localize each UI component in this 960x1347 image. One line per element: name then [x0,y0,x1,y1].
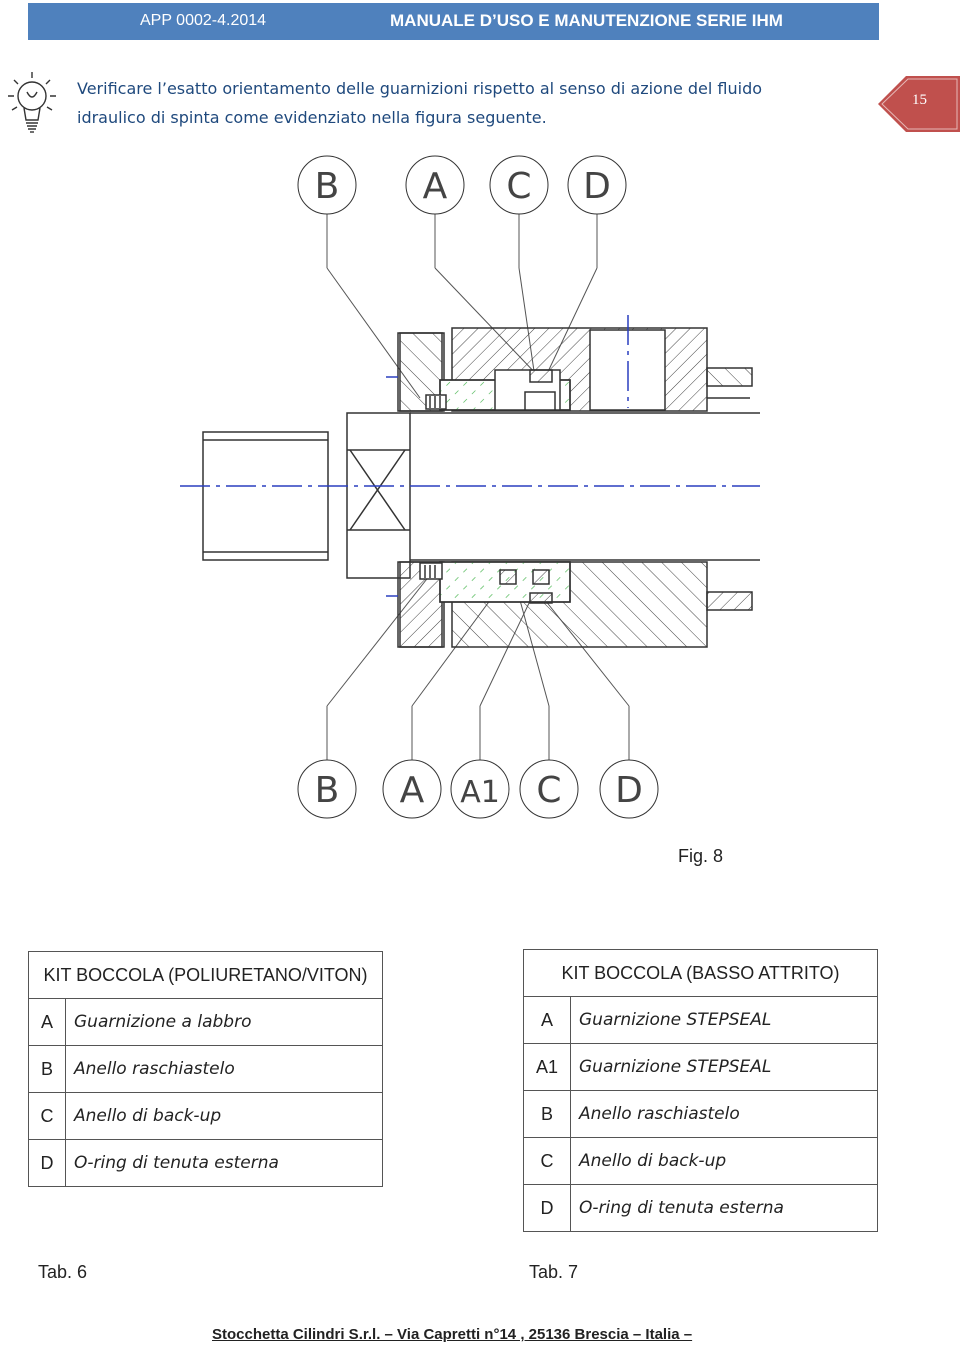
balloon-top-a: A [423,166,448,207]
balloon-bottom-a: A [400,770,425,811]
note-line-2: idraulico di spinta come evidenziato nel… [77,108,547,127]
balloon-bottom-d: D [615,770,643,811]
footer-company-address: Stocchetta Cilindri S.r.l. – Via Caprett… [212,1326,693,1343]
page-number-flag [878,76,960,132]
balloon-top-b: B [315,166,340,207]
balloon-bottom-c: C [536,770,561,811]
document-title: MANUALE D’USO E MANUTENZIONE SERIE IHM [390,11,783,30]
table-caption-7: Tab. 7 [529,1262,579,1282]
table-title: KIT BOCCOLA (BASSO ATTRITO) [523,949,878,997]
balloon-bottom-b: B [315,770,340,811]
balloon-top-d: D [583,166,611,207]
figure-caption: Fig. 8 [678,846,724,866]
balloon-bottom-a1: A1 [460,775,500,810]
page-number: 15 [912,92,927,108]
header-bar: APP 0002-4.2014 MANUALE D’USO E MANUTENZ… [28,3,879,40]
balloon-top-c: C [506,166,531,207]
table-title: KIT BOCCOLA (POLIURETANO/VITON) [28,951,383,999]
note-line-1: Verificare l’esatto orientamento delle g… [77,79,763,98]
document-code: APP 0002-4.2014 [140,12,267,29]
lightbulb-icon [8,72,56,133]
instruction-note: Verificare l’esatto orientamento delle g… [77,74,837,132]
table-caption-6: Tab. 6 [38,1262,88,1282]
technical-drawing: B A C D B A A1 C D [180,155,760,819]
